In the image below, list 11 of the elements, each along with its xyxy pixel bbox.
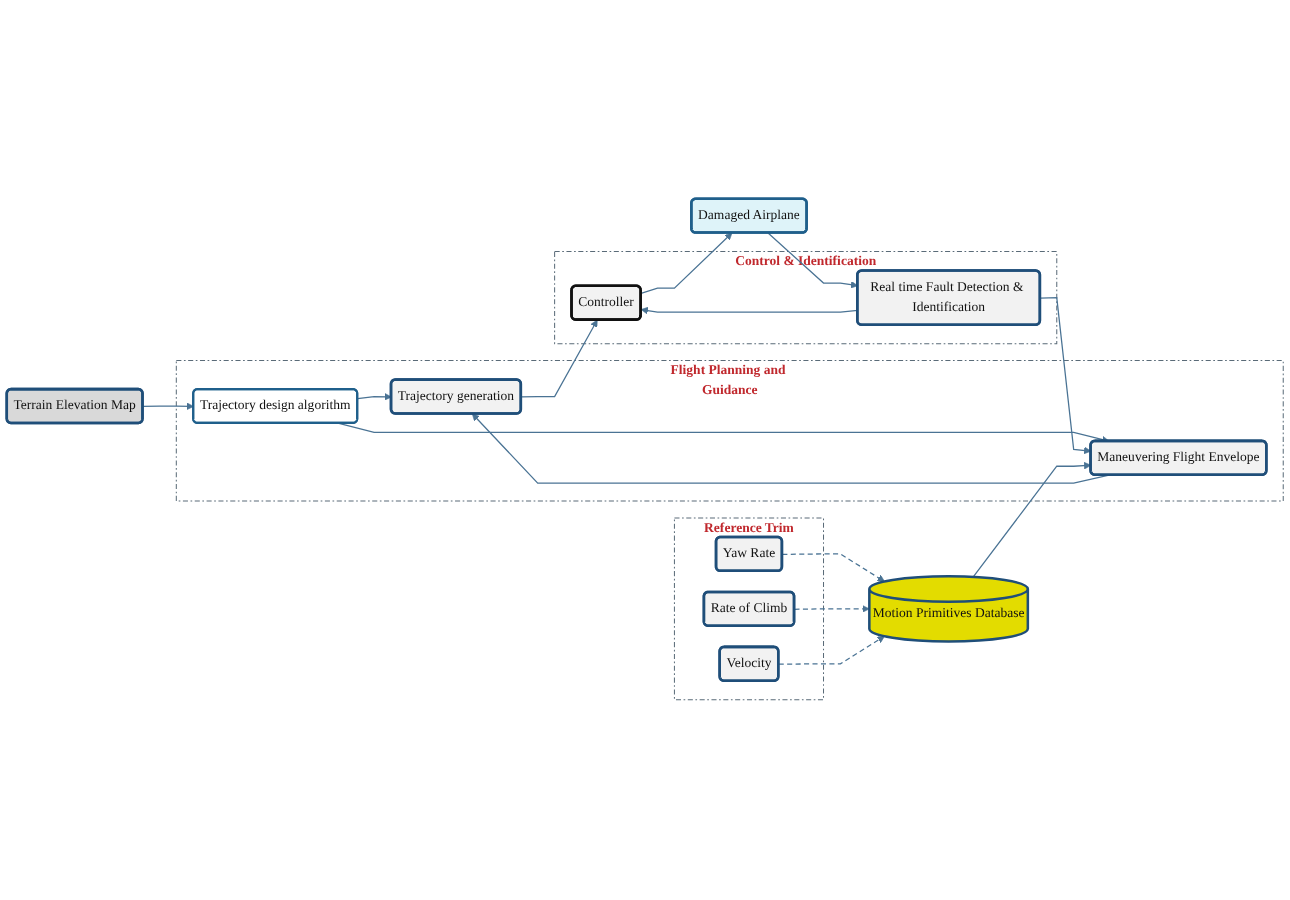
- arrow: [357, 393, 392, 402]
- arrow: [781, 554, 885, 583]
- arrow: [1039, 297, 1092, 455]
- arrow: [640, 307, 859, 316]
- arrow: [142, 403, 194, 411]
- arrow: [640, 233, 733, 295]
- arrow: [778, 636, 885, 666]
- arrow: [793, 605, 870, 614]
- arrow: [767, 233, 859, 290]
- arrow: [520, 320, 598, 399]
- arrow: [972, 462, 1092, 579]
